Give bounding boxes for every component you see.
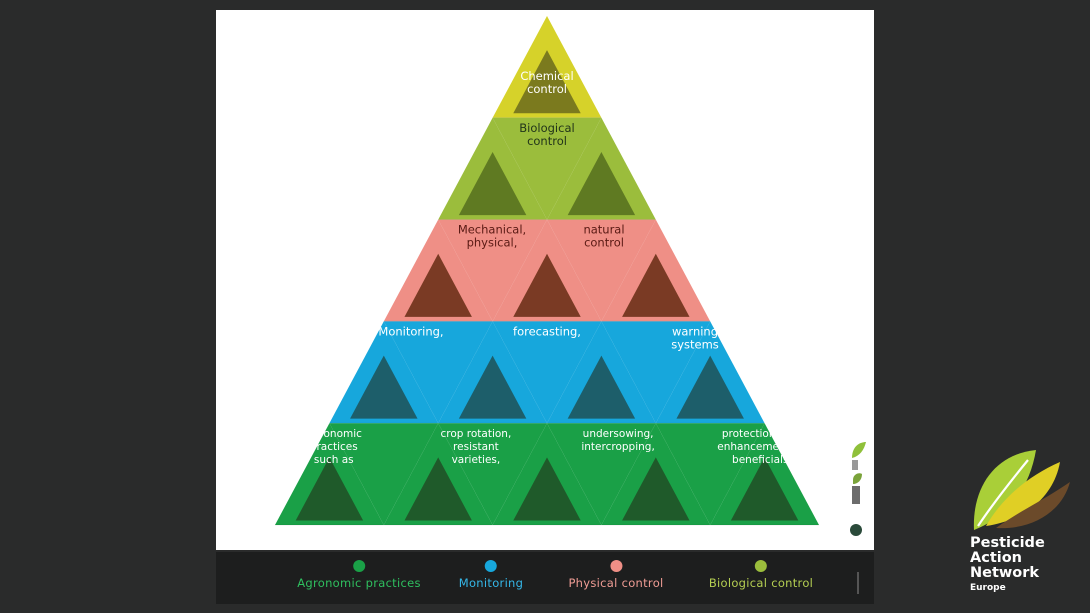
tier-label-line: Biological: [519, 121, 574, 135]
tier-photo: [295, 457, 364, 521]
tier-label: Monitoring,: [378, 324, 443, 338]
tier-label-line: Monitoring,: [378, 324, 443, 338]
tier-photo: [513, 457, 581, 521]
tier-label-line: protection and: [722, 428, 799, 440]
logo-subtitle: Europe: [970, 583, 1006, 593]
legend-dot-icon: [609, 560, 622, 572]
small-logo-mark: [852, 460, 858, 470]
tier-label-line: undersowing,: [583, 428, 654, 440]
tier-tile-down: [601, 321, 711, 424]
tier-physical: [383, 219, 711, 322]
tier-label-line: beneficials: [732, 454, 788, 466]
tier-label-line: enhancement of: [717, 441, 803, 453]
tier-tile-down: [492, 117, 602, 220]
tier-label-line: warning: [672, 324, 718, 338]
tier-tile-down: [438, 423, 547, 525]
tier-tile-down: [438, 219, 547, 322]
small-leaf-icon: [852, 442, 866, 458]
tier-label: undersowing,intercropping,: [581, 428, 654, 453]
tier-label-line: control: [527, 82, 567, 96]
legend-item: Biological control: [709, 560, 813, 590]
small-logo-bars: [852, 486, 860, 504]
tier-photo: [676, 355, 744, 419]
tier-photo: [513, 253, 581, 317]
tier-label-line: control: [584, 236, 624, 250]
small-round-logo: [850, 524, 862, 536]
side-logo-strip: [850, 442, 866, 536]
tier-monitoring: [329, 321, 765, 424]
tier-photo: [458, 355, 527, 419]
tier-photo: [567, 151, 636, 216]
legend-dot-icon: [485, 560, 497, 572]
tier-photo: [404, 457, 472, 521]
tier-label-line: Mechanical,: [458, 223, 526, 237]
tier-label-line: forecasting,: [513, 324, 581, 338]
tier-tile-down: [547, 219, 656, 322]
small-tree-icon: [853, 473, 862, 484]
tier-label-line: natural: [583, 223, 624, 237]
tier-label: Mechanical,physical,: [458, 223, 526, 250]
tier-label-line: varieties,: [452, 454, 501, 466]
tier-photo: [404, 253, 472, 317]
tier-tile-down: [547, 423, 656, 525]
legend-label: Agronomic practices: [297, 576, 421, 590]
legend-item: Monitoring: [459, 560, 524, 590]
legend-label: Physical control: [568, 576, 664, 590]
tier-label: forecasting,: [513, 324, 581, 338]
logo-word: Pesticide: [970, 535, 1045, 551]
footer-mark: [857, 572, 859, 594]
tier-tile-down: [329, 423, 439, 525]
tier-biological: [438, 117, 656, 221]
tier-label-line: intercropping,: [581, 441, 654, 453]
legend-item: Agronomic practices: [297, 560, 421, 590]
tier-tile-down: [492, 321, 602, 424]
leaf-vein: [977, 459, 1029, 527]
legend-dot-icon: [755, 560, 767, 572]
tier-photo: [350, 355, 418, 419]
tier-photo: [513, 50, 581, 114]
logo-word: Action: [970, 550, 1023, 566]
legend-dot-icon: [352, 560, 365, 572]
tier-tile-down: [655, 423, 765, 525]
tier-label-line: control: [527, 134, 567, 148]
tier-photo: [458, 151, 527, 216]
tier-label-line: systems: [671, 337, 719, 351]
tier-label-line: Agronomic: [306, 428, 363, 440]
logo-word: Network: [970, 565, 1040, 581]
tier-label-line: practices: [310, 441, 358, 453]
legend-item: Physical control: [568, 560, 663, 590]
legend-label: Monitoring: [458, 576, 524, 590]
tier-photo: [567, 355, 636, 419]
tier-photo: [622, 253, 690, 317]
tier-label-line: Chemical: [520, 69, 573, 83]
tier-label-line: crop rotation,: [441, 428, 512, 440]
tier-label-line: such as: [314, 454, 354, 466]
tier-tile-down: [383, 321, 493, 424]
tier-chemical: [492, 16, 602, 119]
legend-label: Biological control: [708, 576, 814, 590]
tier-photo: [730, 457, 799, 521]
leaf-icon: [996, 482, 1070, 529]
legend: Agronomic practices Monitoring Physical co…: [216, 552, 874, 604]
tier-label-line: resistant: [453, 441, 499, 453]
tier-label-line: physical,: [467, 236, 518, 250]
leaf-icon: [973, 450, 1070, 530]
tier-agronomic: [275, 423, 819, 526]
leaf-icon: [986, 462, 1060, 526]
tier-photo: [622, 457, 690, 521]
